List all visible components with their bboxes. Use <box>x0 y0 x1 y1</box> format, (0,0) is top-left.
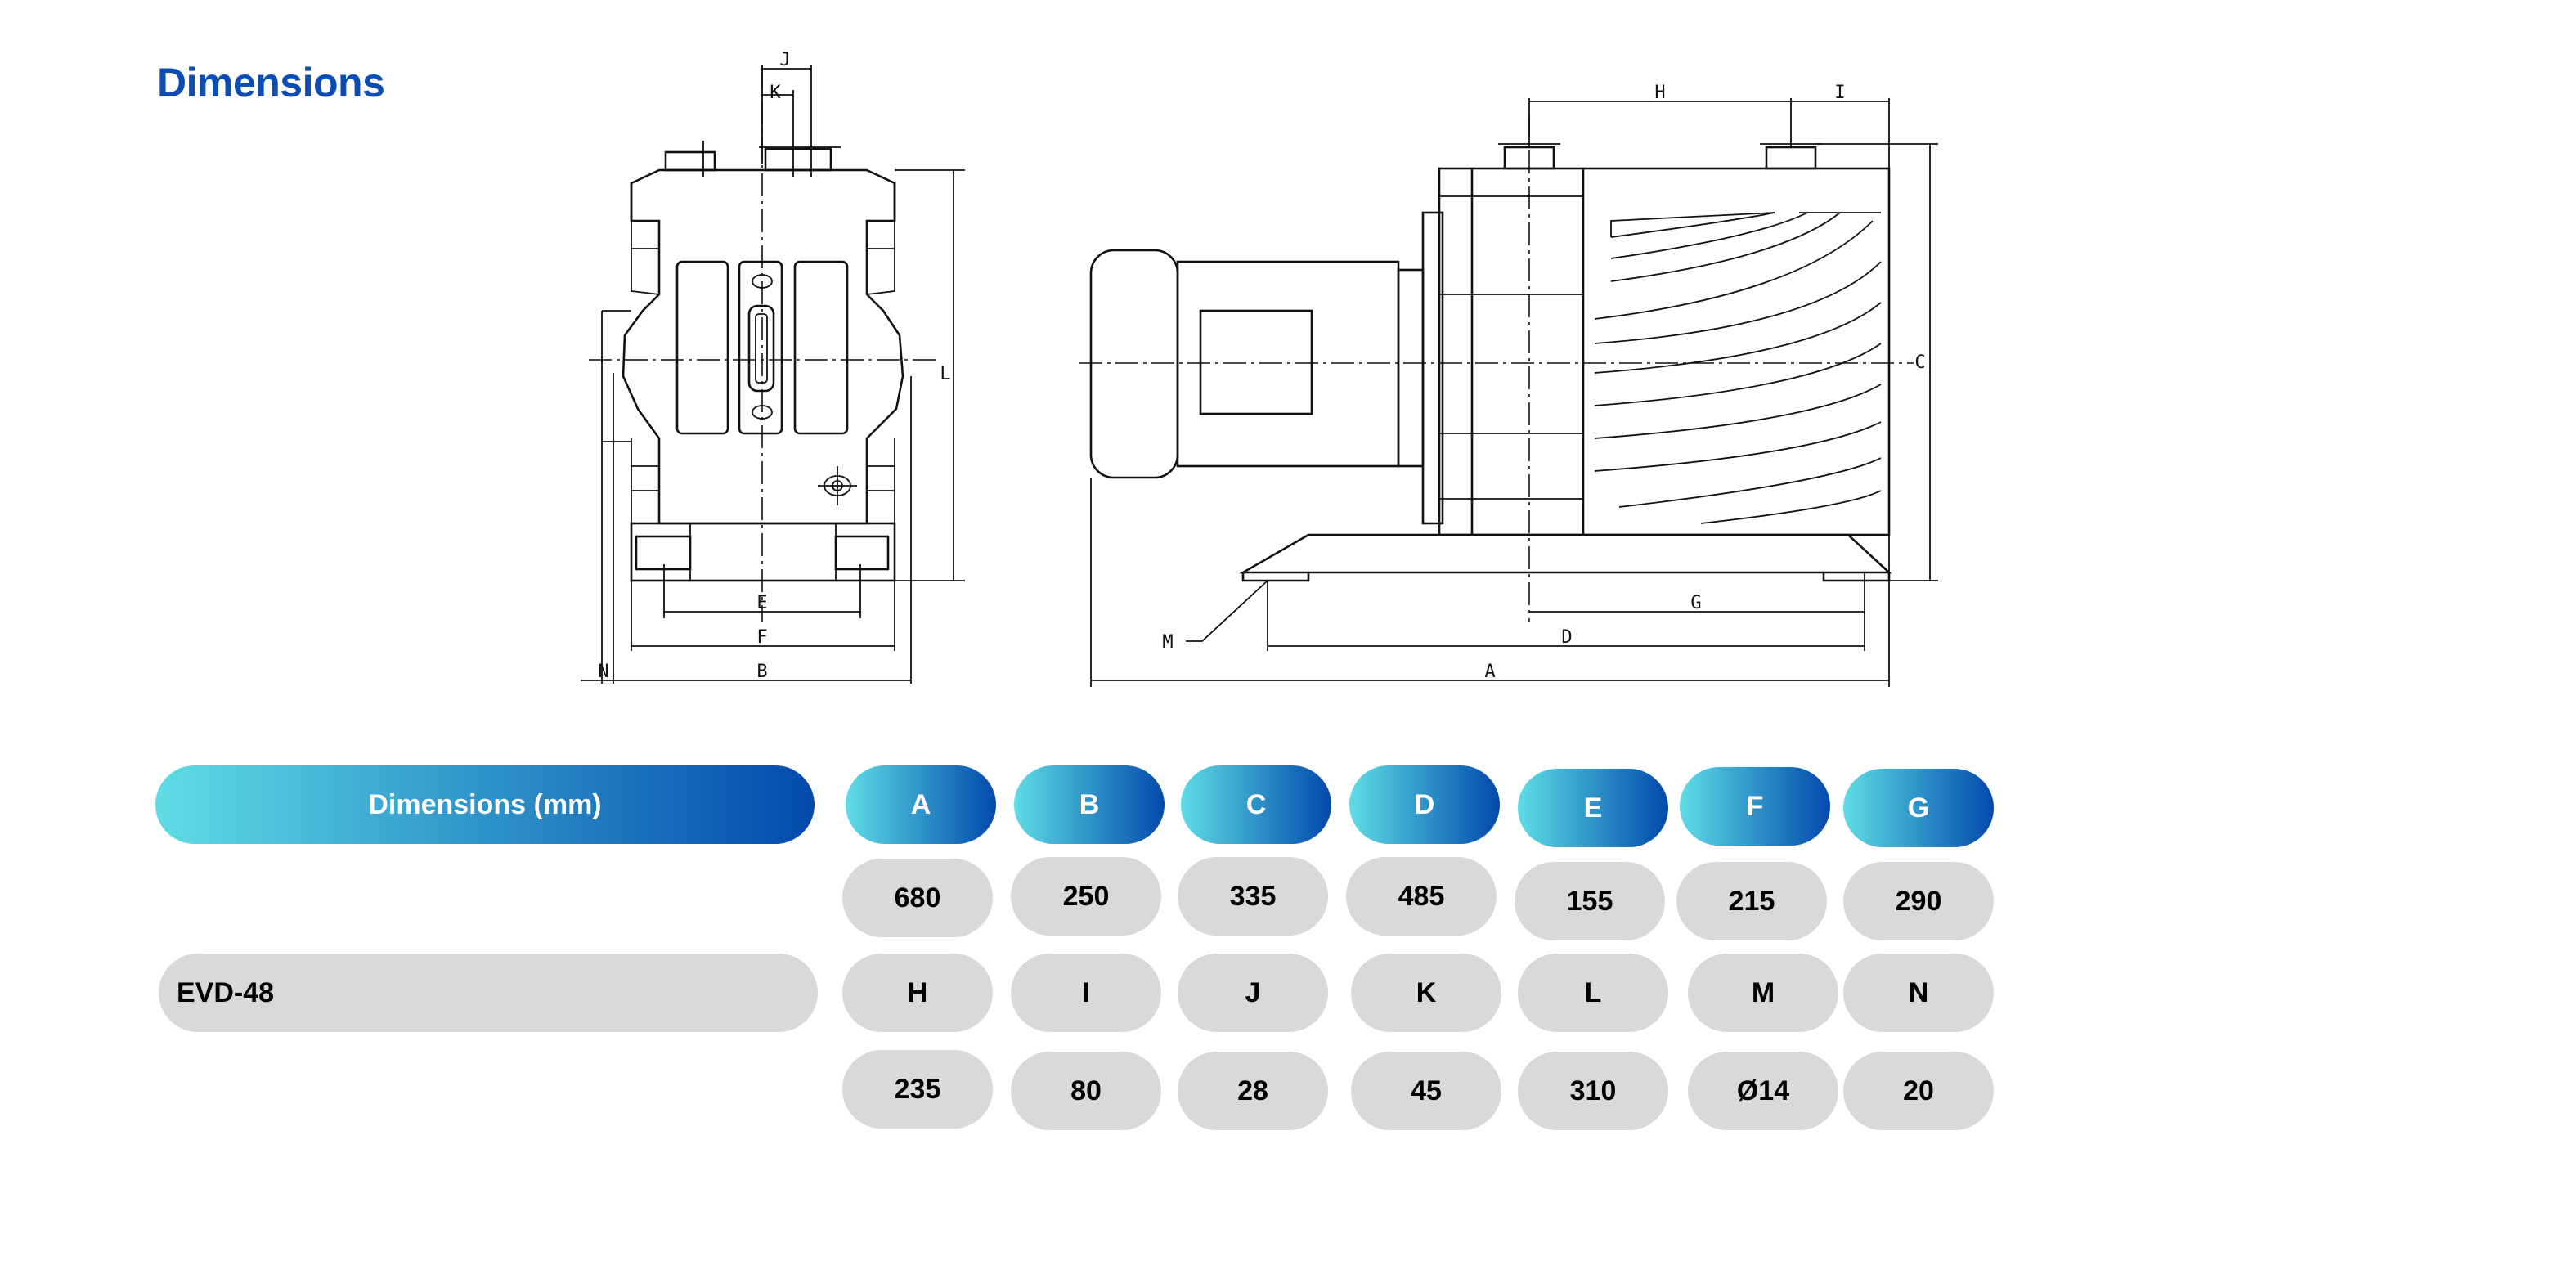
dim-label-b: B <box>756 662 767 682</box>
key-e: E <box>1518 769 1668 847</box>
key-m: M <box>1688 954 1838 1032</box>
key-b: B <box>1014 765 1165 844</box>
value-l: 310 <box>1518 1052 1668 1130</box>
value-k: 45 <box>1351 1052 1501 1130</box>
dim-label-h: H <box>1654 83 1665 103</box>
dim-label-n: N <box>598 662 608 682</box>
dim-label-m: M <box>1162 632 1173 653</box>
value-h: 235 <box>842 1050 993 1129</box>
value-j: 28 <box>1178 1052 1328 1130</box>
key-i: I <box>1011 954 1161 1032</box>
key-a: A <box>846 765 996 844</box>
dim-label-l: L <box>940 364 950 384</box>
key-h: H <box>842 954 993 1032</box>
page-title: Dimensions <box>157 60 385 105</box>
dim-label-j: J <box>779 50 790 70</box>
model-name: EVD-48 <box>159 954 818 1032</box>
value-a: 680 <box>842 859 993 937</box>
value-i: 80 <box>1011 1052 1161 1130</box>
key-f: F <box>1680 767 1830 846</box>
value-n: 20 <box>1843 1052 1994 1130</box>
key-k: K <box>1351 954 1501 1032</box>
dim-label-d: D <box>1561 627 1572 648</box>
value-c: 335 <box>1178 857 1328 936</box>
table-header: Dimensions (mm) <box>155 765 815 844</box>
value-e: 155 <box>1515 862 1665 940</box>
cooling-fins <box>1594 212 1882 524</box>
value-f: 215 <box>1676 862 1827 940</box>
side-view: H I C G D A M <box>1079 83 1938 687</box>
dim-label-g: G <box>1690 593 1701 613</box>
key-n: N <box>1843 954 1994 1032</box>
dim-label-c: C <box>1914 352 1925 373</box>
dim-label-f: F <box>756 627 767 648</box>
value-m: Ø14 <box>1688 1052 1838 1130</box>
key-c: C <box>1181 765 1331 844</box>
dim-label-k: K <box>770 83 781 103</box>
key-j: J <box>1178 954 1328 1032</box>
key-l: L <box>1518 954 1668 1032</box>
front-view: J K L E F B N <box>581 50 965 684</box>
value-d: 485 <box>1346 857 1497 936</box>
value-b: 250 <box>1011 857 1161 936</box>
dim-label-a: A <box>1484 662 1495 682</box>
dim-label-e: E <box>756 593 767 613</box>
key-d: D <box>1349 765 1500 844</box>
value-g: 290 <box>1843 862 1994 940</box>
key-g: G <box>1843 769 1994 847</box>
dim-label-i: I <box>1834 83 1845 103</box>
